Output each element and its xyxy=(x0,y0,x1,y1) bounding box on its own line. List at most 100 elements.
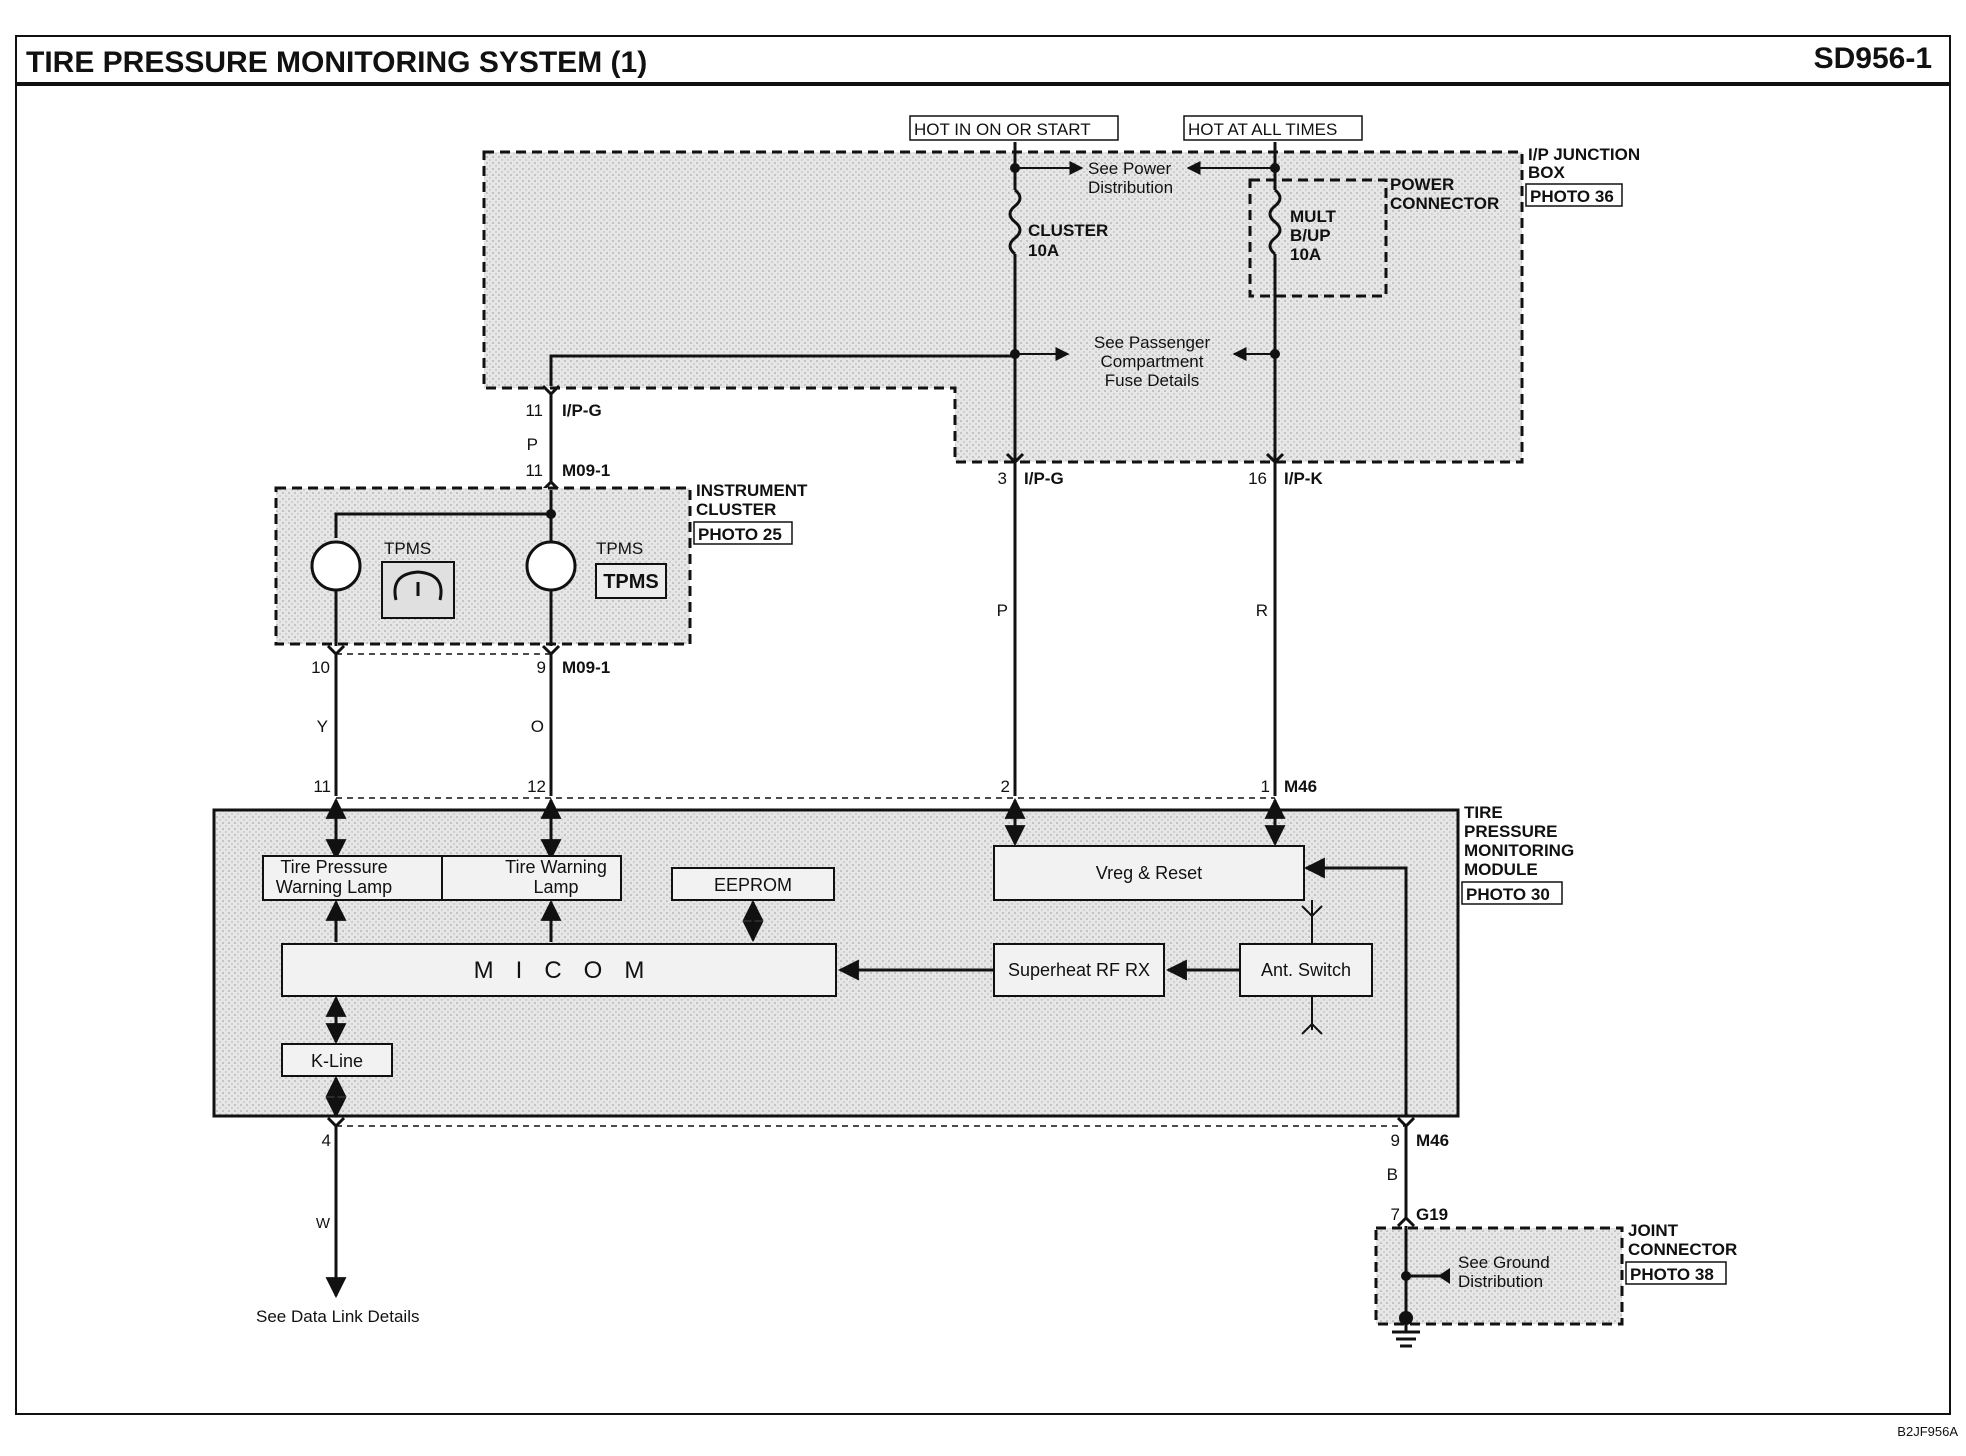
m091-bot-label: M09-1 xyxy=(562,658,610,677)
joint-label-2: CONNECTOR xyxy=(1628,1240,1737,1259)
conn-m091-bot-chevron-b xyxy=(541,644,561,657)
lamp-right-line1: Tire Warning xyxy=(505,857,607,877)
m46-top-label: M46 xyxy=(1284,777,1317,796)
fuse-cluster xyxy=(1008,188,1022,256)
wire-ground-vreg xyxy=(1303,857,1408,1116)
ipg-left-label: I/P-G xyxy=(562,401,602,420)
photo-30-label: PHOTO 30 xyxy=(1466,885,1550,904)
rf-rx-label: Superheat RF RX xyxy=(1008,960,1150,980)
hot-on-start-tag xyxy=(909,115,1119,141)
see-passenger-3: Fuse Details xyxy=(1105,371,1199,390)
kline-box xyxy=(281,1043,393,1077)
tpms-badge-frame xyxy=(595,563,667,599)
fuse-cluster-label-2: 10A xyxy=(1028,241,1059,260)
fuse-mult-bup xyxy=(1268,188,1282,256)
cluster-label-2: CLUSTER xyxy=(696,500,776,519)
m46-bot-pin-9: 9 xyxy=(1391,1131,1400,1150)
tpms-lamp-left xyxy=(310,540,362,592)
see-power-2: Distribution xyxy=(1088,178,1173,197)
eeprom-label: EEPROM xyxy=(714,875,792,895)
kline-label: K-Line xyxy=(311,1051,363,1071)
ipg-mid-pin: 3 xyxy=(998,469,1007,488)
ant-switch-label: Ant. Switch xyxy=(1261,960,1351,980)
footer-code: B2JF956A xyxy=(1897,1424,1958,1439)
vreg-label: Vreg & Reset xyxy=(1096,863,1202,883)
photo-25-label: PHOTO 25 xyxy=(698,525,782,544)
wire-y-label: Y xyxy=(317,717,328,736)
antenna-top-icon xyxy=(1301,905,1323,918)
ipg-left-pin: 11 xyxy=(525,401,543,420)
see-data-link: See Data Link Details xyxy=(256,1307,419,1326)
conn-m46-bot-chevron-a xyxy=(326,1116,346,1129)
ip-junction-label-2: BOX xyxy=(1528,163,1566,182)
cluster-label-1: INSTRUMENT xyxy=(696,481,808,500)
module-label-3: MONITORING xyxy=(1464,841,1574,860)
tpms-badge: TPMS xyxy=(603,571,659,593)
wire-ipg-branch xyxy=(549,354,1015,386)
m46-bot-pin-4: 4 xyxy=(322,1131,331,1150)
m091-bot-pin-a: 10 xyxy=(311,658,330,677)
g19-label: G19 xyxy=(1416,1205,1448,1224)
wire-o-label: O xyxy=(531,717,544,736)
see-ground-2: Distribution xyxy=(1458,1272,1543,1291)
power-connector-label-2: CONNECTOR xyxy=(1390,194,1499,213)
tire-pressure-icon xyxy=(393,570,443,601)
fuse-cluster-label-1: CLUSTER xyxy=(1028,221,1108,240)
module-label-4: MODULE xyxy=(1464,860,1538,879)
m091-top-pin: 11 xyxy=(525,461,543,480)
wire-cluster-feed-left xyxy=(334,512,551,538)
power-connector-box xyxy=(1248,178,1388,298)
micom-label: MICOM xyxy=(474,957,667,984)
joint-label-1: JOINT xyxy=(1628,1221,1679,1240)
m46-bot-label: M46 xyxy=(1416,1131,1449,1150)
lamp-right-line2: Lamp xyxy=(533,877,578,897)
m46-pin-2: 2 xyxy=(1001,777,1010,796)
page-title: TIRE PRESSURE MONITORING SYSTEM (1) xyxy=(26,46,647,79)
conn-g19-chevron xyxy=(1396,1215,1416,1228)
ip-junction-box xyxy=(482,150,1524,464)
antenna-bottom-icon xyxy=(1301,1022,1323,1035)
hot-on-start-label: HOT IN ON OR START xyxy=(914,120,1091,139)
tpms-lamp-right xyxy=(525,540,577,592)
page-frame xyxy=(15,35,1951,1415)
conn-m46-bot-chevron-b xyxy=(1396,1116,1416,1129)
photo-38-tag xyxy=(1625,1261,1727,1285)
wire-p-mid-label: P xyxy=(997,601,1008,620)
fuse-mult-label-2: B/UP xyxy=(1290,226,1331,245)
power-connector-label-1: POWER xyxy=(1390,175,1454,194)
wire-p-top-label: P xyxy=(527,435,538,454)
lamp-left-line1: Tire Pressure xyxy=(280,857,387,877)
hot-all-times-label: HOT AT ALL TIMES xyxy=(1188,120,1337,139)
conn-m091-bot-chevron-a xyxy=(326,644,346,657)
see-passenger-1: See Passenger xyxy=(1094,333,1211,352)
ipk-label: I/P-K xyxy=(1284,469,1323,488)
wire-b-label: B xyxy=(1387,1165,1398,1184)
photo-36-tag xyxy=(1525,183,1623,207)
hot-all-times-tag xyxy=(1183,115,1363,141)
tpms-right-label: TPMS xyxy=(596,539,643,558)
module-label-1: TIRE xyxy=(1464,803,1503,822)
module-label-2: PRESSURE xyxy=(1464,822,1558,841)
g19-pin: 7 xyxy=(1391,1205,1400,1224)
ip-junction-label-1: I/P JUNCTION xyxy=(1528,145,1640,164)
ipk-pin: 16 xyxy=(1248,469,1267,488)
photo-25-tag xyxy=(693,521,793,545)
fuse-mult-label-3: 10A xyxy=(1290,245,1321,264)
rf-rx-box xyxy=(993,943,1165,997)
wire-r-label: R xyxy=(1256,601,1268,620)
lamp-left-line2: Warning Lamp xyxy=(276,877,392,897)
tpms-left-label: TPMS xyxy=(384,539,431,558)
wire-w-label: W xyxy=(316,1215,331,1232)
see-power-1: See Power xyxy=(1088,159,1171,178)
eeprom-box xyxy=(671,867,835,901)
micom-box xyxy=(281,943,837,997)
photo-36-label: PHOTO 36 xyxy=(1530,187,1614,206)
page-code: SD956-1 xyxy=(1814,42,1932,75)
m46-pin-1: 1 xyxy=(1261,777,1270,796)
photo-30-tag xyxy=(1461,881,1563,905)
see-passenger-2: Compartment xyxy=(1101,352,1204,371)
ground-dist-arrow xyxy=(1438,1268,1450,1284)
fuse-mult-label-1: MULT xyxy=(1290,207,1337,226)
see-ground-1: See Ground xyxy=(1458,1253,1550,1272)
